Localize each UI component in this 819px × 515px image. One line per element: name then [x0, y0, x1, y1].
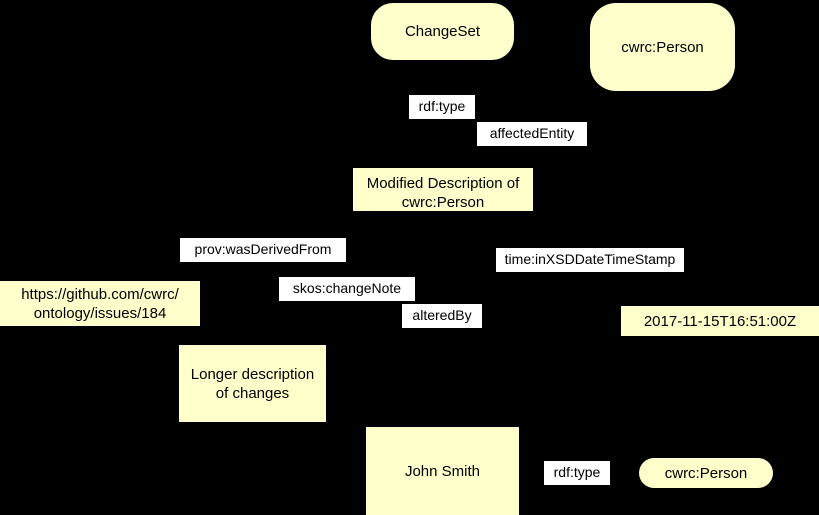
- edge-label-rdf-type-bottom[interactable]: rdf:type: [544, 461, 610, 485]
- edge-label-prov-was-derived-from-text: prov:wasDerivedFrom: [194, 241, 332, 257]
- edge-label-altered-by[interactable]: alteredBy: [402, 304, 482, 328]
- node-cwrc-person-class-label: cwrc:Person: [621, 38, 704, 56]
- node-timestamp-literal[interactable]: 2017-11-15T16:51:00Z: [621, 306, 819, 336]
- node-john-smith[interactable]: John Smith: [366, 427, 519, 515]
- node-john-smith-label: John Smith: [404, 462, 481, 480]
- node-modified-description[interactable]: Modified Description of cwrc:Person: [353, 168, 533, 211]
- edge-label-prov-was-derived-from[interactable]: prov:wasDerivedFrom: [180, 238, 346, 262]
- node-changeset[interactable]: ChangeSet: [371, 3, 514, 60]
- edge-label-rdf-type-bottom-text: rdf:type: [553, 464, 601, 480]
- node-github-issue-url-label: https://github.com/cwrc/ ontology/issues…: [21, 285, 179, 322]
- edge-label-skos-change-note-text: skos:changeNote: [292, 280, 402, 296]
- edge-label-time-in-xsd-date-time-stamp[interactable]: time:inXSDDateTimeStamp: [496, 248, 684, 272]
- node-longer-description-label: Longer description of changes: [190, 365, 315, 402]
- node-cwrc-person-instance[interactable]: cwrc:Person: [639, 458, 773, 488]
- node-timestamp-literal-label: 2017-11-15T16:51:00Z: [643, 312, 797, 330]
- edge-label-rdf-type-top[interactable]: rdf:type: [409, 95, 475, 119]
- edge-label-altered-by-text: alteredBy: [412, 307, 472, 323]
- node-changeset-label: ChangeSet: [404, 23, 481, 40]
- edge-label-time-in-xsd-date-time-stamp-text: time:inXSDDateTimeStamp: [504, 251, 676, 267]
- node-cwrc-person-class[interactable]: cwrc:Person: [590, 3, 735, 91]
- node-github-issue-url[interactable]: https://github.com/cwrc/ ontology/issues…: [0, 281, 200, 326]
- node-cwrc-person-instance-label: cwrc:Person: [664, 464, 748, 482]
- edge-label-skos-change-note[interactable]: skos:changeNote: [279, 277, 415, 301]
- edge-label-affected-entity[interactable]: affectedEntity: [477, 122, 587, 146]
- edge-label-rdf-type-top-text: rdf:type: [418, 98, 466, 114]
- node-modified-description-label: Modified Description of cwrc:Person: [366, 175, 520, 211]
- edge-label-affected-entity-text: affectedEntity: [489, 125, 575, 141]
- node-longer-description[interactable]: Longer description of changes: [179, 345, 326, 422]
